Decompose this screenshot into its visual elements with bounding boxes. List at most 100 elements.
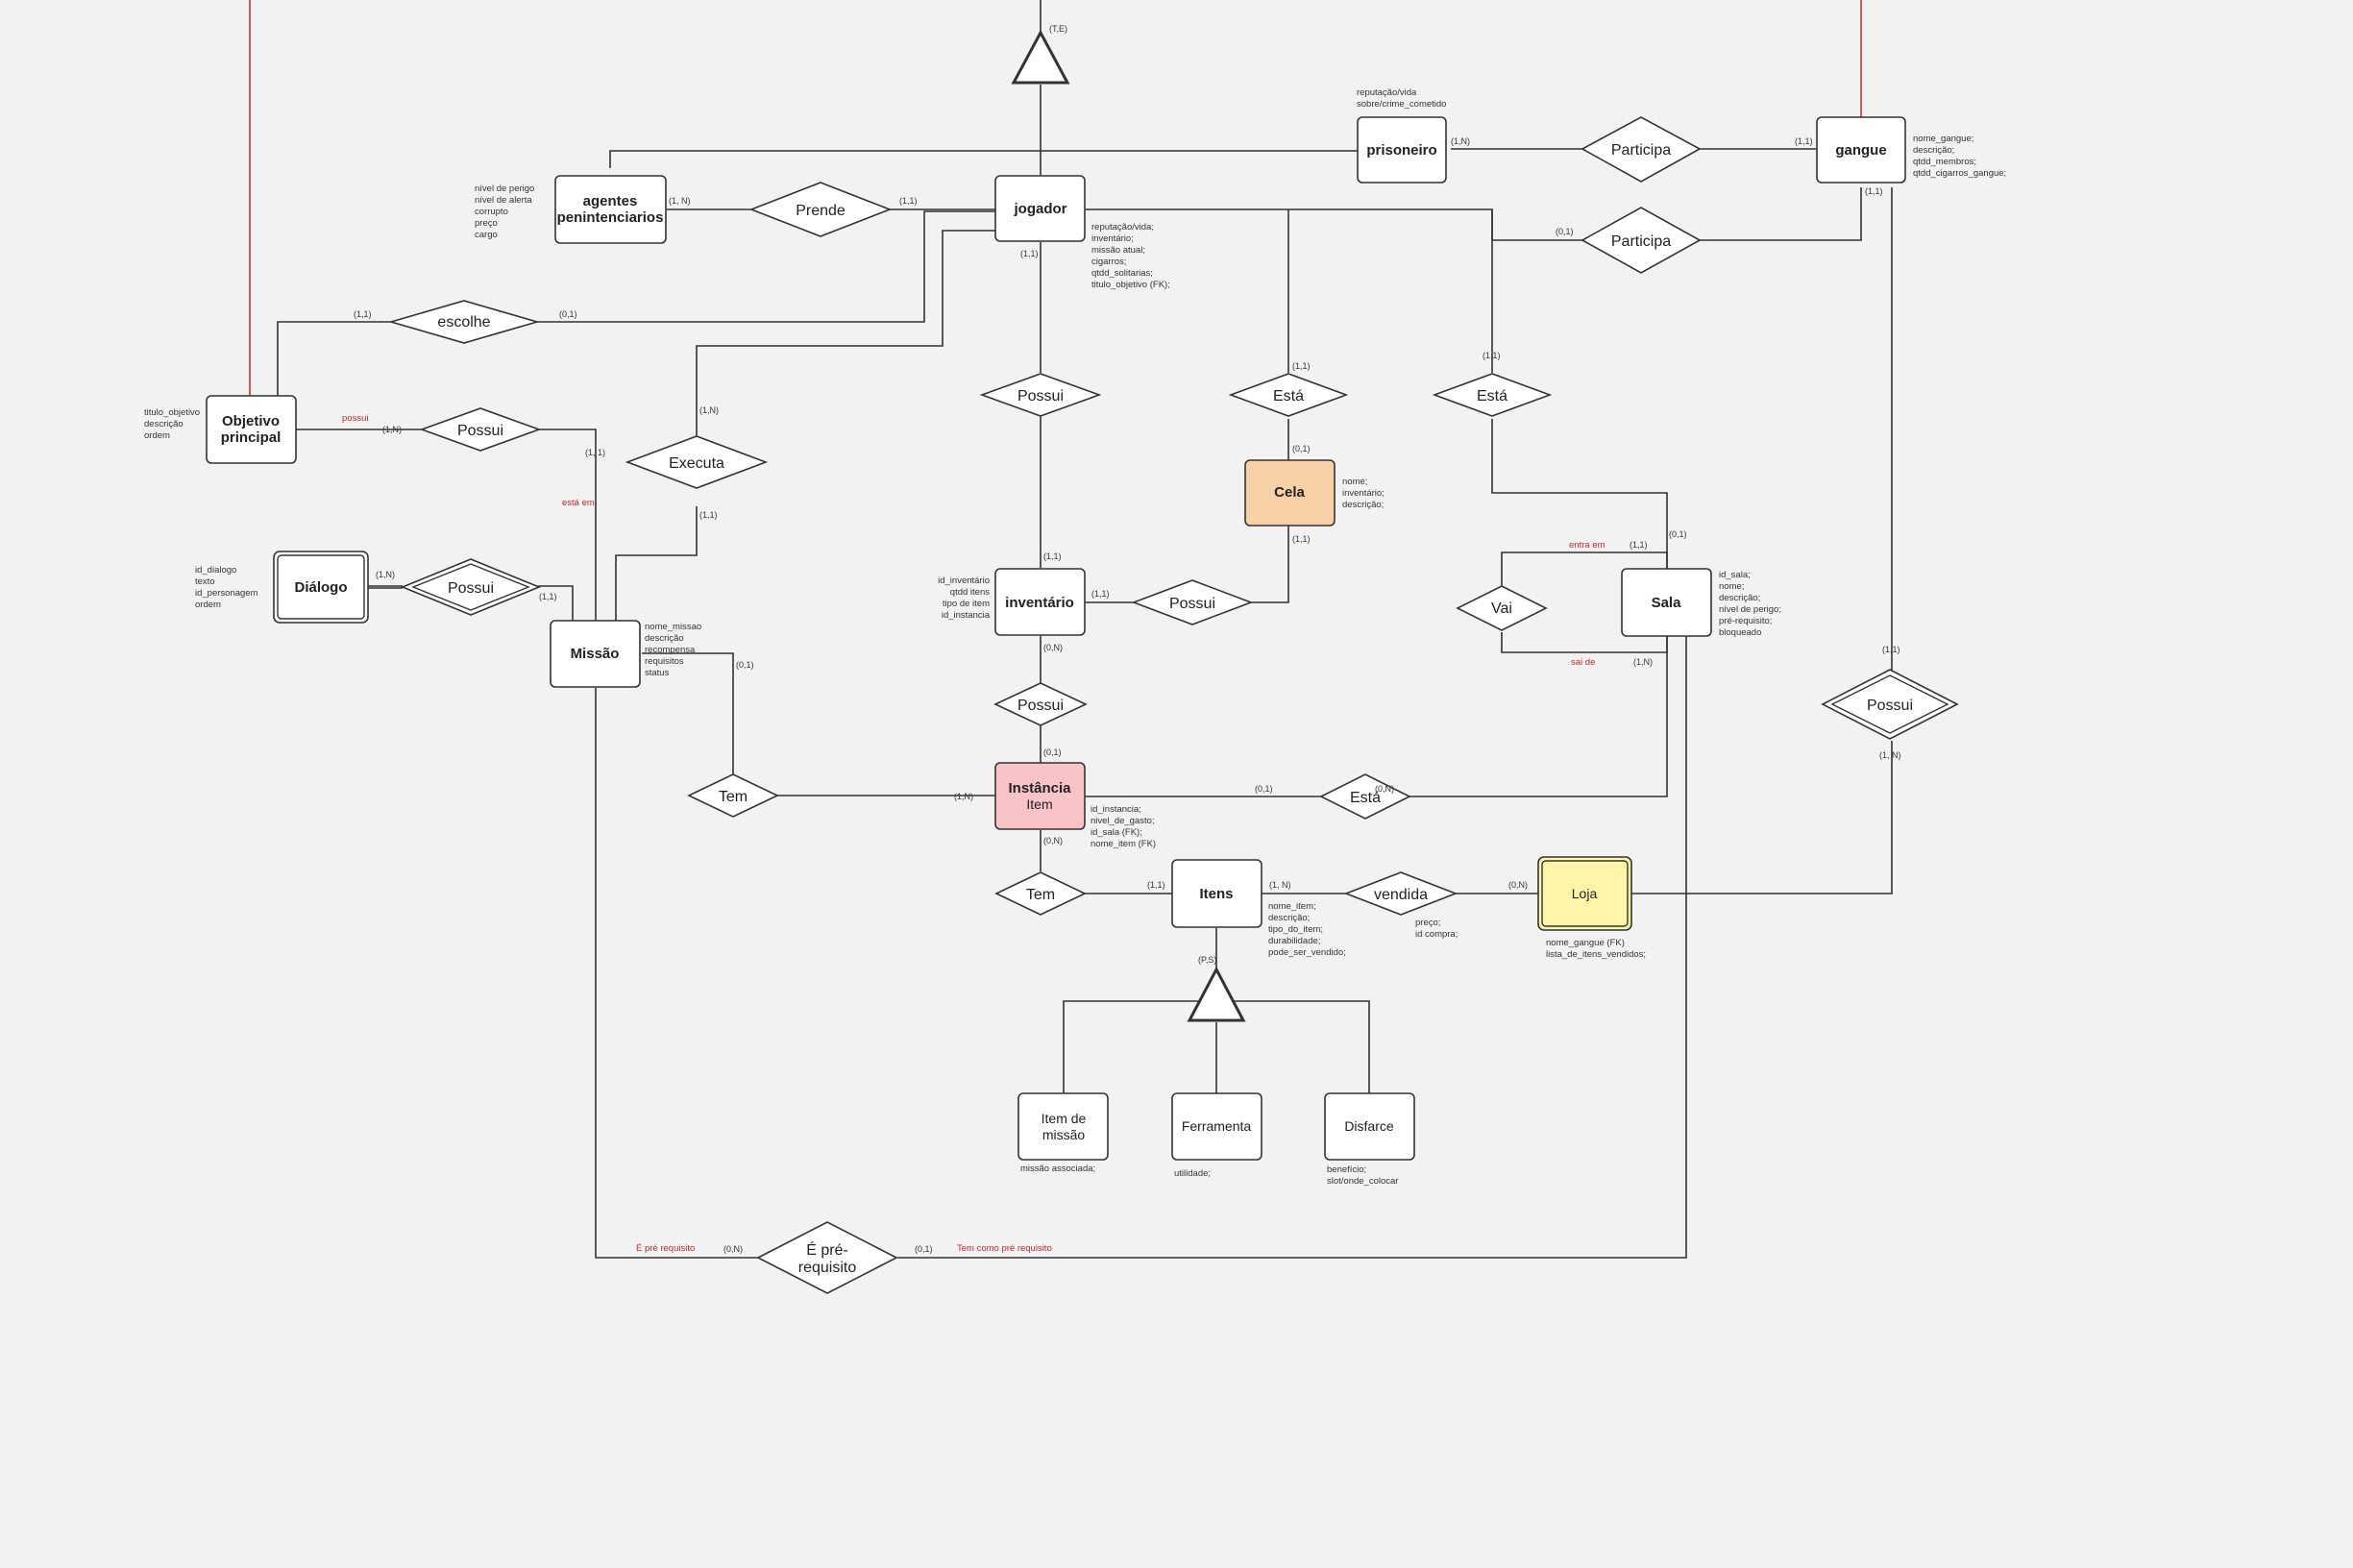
note-e-pre-requisito: É pré requisito	[636, 1243, 695, 1254]
ferramenta-label: Ferramenta	[1182, 1118, 1252, 1134]
card-instancia-tem-itens: (0,N)	[1043, 836, 1063, 845]
objetivo-label-1: Objetivo	[222, 413, 280, 429]
note-esta-em: está em	[562, 498, 595, 508]
line-prereq-sala	[897, 636, 1687, 1259]
entity-itens[interactable]: Itens	[1171, 859, 1262, 928]
entity-disfarce[interactable]: Disfarce	[1324, 1092, 1415, 1161]
note-tem-como-pre-requisito: Tem como pré requisito	[957, 1243, 1052, 1254]
spec-top-label: (T,E)	[1049, 24, 1067, 34]
entity-gangue[interactable]: gangue	[1816, 116, 1906, 184]
line-possui-missao	[539, 429, 597, 621]
rel-vendida[interactable]: vendida	[1343, 871, 1458, 916]
card-dialogo-possui: (1,N)	[376, 570, 395, 579]
attrs-loja: nome_gangue (FK)lista_de_itens_vendidos;	[1546, 938, 1646, 960]
card-instancia-esta: (0,1)	[1255, 784, 1273, 794]
entity-dialogo[interactable]: Diálogo	[273, 551, 369, 624]
item-missao-label-2: missão	[1042, 1127, 1086, 1142]
inventario-label: inventário	[1005, 595, 1074, 611]
prende-label: Prende	[796, 203, 846, 219]
line-escolhe-objetivo	[277, 321, 391, 396]
participa-2-label: Participa	[1611, 233, 1671, 250]
cardinalities: (1,N) (1,1) (0,1) (1,1) (1, N) (1,1) (1,…	[354, 136, 1901, 1254]
note-entra-em: entra em	[1569, 540, 1605, 551]
sala-label: Sala	[1652, 595, 1682, 611]
entity-sala[interactable]: Sala	[1621, 568, 1712, 637]
jogador-label: jogador	[1014, 201, 1067, 217]
spec-itens-label: (P,S)	[1198, 955, 1216, 965]
rel-tem-itens[interactable]: Tem	[994, 871, 1087, 916]
possui-instancia-label: Possui	[1017, 698, 1064, 714]
rel-participa-1[interactable]: Participa	[1581, 116, 1702, 183]
loja-label: Loja	[1572, 886, 1598, 901]
attrs-instancia: id_instancia;nivel_de_gasto;id_sala (FK)…	[1091, 804, 1156, 849]
attrs-jogador: reputação/vida;inventário;missão atual;c…	[1091, 222, 1170, 290]
entity-agentes[interactable]: agentes penintenciarios	[554, 175, 667, 244]
possui-cela-label: Possui	[1169, 596, 1215, 612]
red-lines	[249, 0, 1862, 396]
pre-requisito-label-1: É pré-	[806, 1240, 848, 1259]
line-possui-loja	[1630, 741, 1893, 894]
card-loja-vendida: (0,N)	[1508, 880, 1528, 890]
pre-requisito-label-2: requisito	[798, 1260, 857, 1276]
specialization-top: (T,E)	[1011, 24, 1070, 85]
rel-pre-requisito[interactable]: É pré- requisito	[756, 1221, 898, 1294]
dialogo-label: Diálogo	[295, 579, 348, 596]
objetivo-label-2: principal	[221, 429, 282, 446]
rel-esta-cela[interactable]: Está	[1228, 373, 1349, 417]
card-sala-esta: (0,1)	[1669, 529, 1687, 539]
rel-possui-inventario[interactable]: Possui	[979, 373, 1102, 417]
card-prisoneiro-participa: (1,N)	[1451, 136, 1470, 146]
rel-possui-dialogo[interactable]: Possui	[400, 558, 542, 616]
notes: possui está em entra em sai de É pré req…	[342, 413, 1605, 1254]
card-jogador-prende: (1,1)	[899, 196, 918, 206]
tem-itens-label: Tem	[1026, 887, 1055, 903]
attrs-disfarce: benefício;slot/onde_colocar	[1327, 1164, 1398, 1187]
card-loja-possui: (1, N)	[1879, 750, 1901, 760]
card-inv-possui-cela: (1,1)	[1091, 589, 1110, 599]
esta-sala-label: Está	[1477, 388, 1507, 404]
rel-possui-loja[interactable]: Possui	[1821, 669, 1959, 740]
entity-item-missao[interactable]: Item de missão	[1017, 1092, 1109, 1161]
line-esta-sala	[1491, 419, 1668, 569]
entity-objetivo[interactable]: Objetivo principal	[206, 395, 297, 464]
attrs-itens: nome_item;descrição;tipo_do_item;durabil…	[1268, 901, 1346, 958]
entity-ferramenta[interactable]: Ferramenta	[1171, 1092, 1262, 1161]
line-participa2-gangue	[1700, 187, 1862, 241]
esta-cela-label: Está	[1273, 388, 1304, 404]
rel-possui-objetivo[interactable]: Possui	[419, 407, 542, 452]
rel-prende[interactable]: Prende	[748, 182, 893, 237]
rel-escolhe[interactable]: escolhe	[388, 300, 540, 344]
triangle-top	[1011, 29, 1070, 85]
entity-jogador[interactable]: jogador	[994, 175, 1086, 242]
rel-tem-missao[interactable]: Tem	[687, 773, 779, 818]
entity-cela[interactable]: Cela	[1244, 459, 1336, 527]
card-gangue-participa: (1,1)	[1795, 136, 1813, 146]
note-possui: possui	[342, 413, 368, 424]
disfarce-label: Disfarce	[1344, 1118, 1394, 1134]
rel-possui-instancia[interactable]: Possui	[993, 682, 1088, 726]
line-vai-sala-top	[1501, 551, 1668, 586]
entity-prisoneiro[interactable]: prisoneiro	[1357, 116, 1447, 184]
note-sai-de: sai de	[1571, 657, 1595, 668]
rel-executa[interactable]: Executa	[625, 435, 769, 489]
card-missao-possui-dialogo: (1,1)	[539, 592, 557, 601]
entity-inventario[interactable]: inventário	[994, 568, 1086, 636]
entity-instancia[interactable]: Instância Item	[994, 762, 1086, 830]
esta-instancia-label: Está	[1350, 790, 1381, 806]
card-jogador-participa2: (0,1)	[1556, 227, 1574, 236]
card-instancia-tem: (1,N)	[954, 792, 973, 801]
rel-esta-sala[interactable]: Está	[1432, 373, 1553, 417]
rel-esta-instancia[interactable]: Está	[1319, 773, 1411, 820]
attrs-sala: id_sala;nome;descrição;nível de perigo;p…	[1719, 570, 1781, 638]
vai-label: Vai	[1491, 600, 1512, 617]
card-objetivo-escolhe: (1,1)	[354, 309, 372, 319]
line-possui-missao-dialogo	[538, 585, 574, 621]
entity-loja[interactable]: Loja	[1537, 856, 1632, 931]
rel-vai[interactable]: Vai	[1456, 585, 1548, 631]
rel-participa-2[interactable]: Participa	[1581, 207, 1702, 274]
possui-dialogo-label: Possui	[448, 580, 494, 597]
rel-possui-cela[interactable]: Possui	[1131, 579, 1254, 625]
entity-missao[interactable]: Missão	[550, 620, 641, 688]
card-inventario-possui-inst: (0,N)	[1043, 643, 1063, 652]
